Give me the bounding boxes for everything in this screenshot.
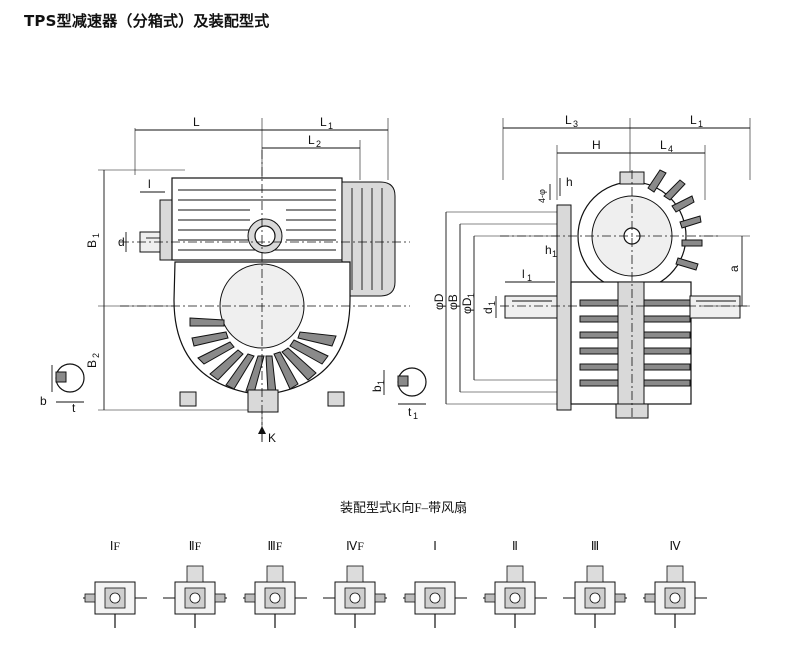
dim-t: t	[72, 401, 76, 415]
dim-L4-sub: 4	[668, 144, 673, 154]
assembly-label: Ⅱ	[512, 539, 518, 553]
dim-B1: B	[85, 240, 99, 248]
dim-phiB: φB	[446, 294, 460, 310]
assembly-row: ⅠF ⅡF ⅢF ⅣF Ⅰ Ⅱ Ⅲ Ⅳ	[83, 539, 707, 628]
dim-L3: L	[565, 113, 572, 127]
assembly-label: Ⅳ	[669, 539, 680, 553]
dim-phiD1: φD	[460, 297, 474, 314]
dim-t1: t	[408, 405, 412, 419]
dim-side-L1: L	[690, 113, 697, 127]
dim-L3-sub: 3	[573, 119, 578, 129]
dim-K: K	[268, 431, 276, 445]
dim-d1-sub: 1	[487, 301, 497, 306]
dim-holes: 4-φ	[537, 189, 547, 203]
side-view: L 3 L 1 H L 4 4-φ h φD φB φD 1 d 1 l 1	[370, 113, 751, 421]
dim-B1-sub: 1	[91, 233, 101, 238]
dim-L2: L	[308, 133, 315, 147]
assembly-type-7: Ⅲ	[563, 539, 627, 628]
assembly-type-2: ⅡF	[163, 539, 227, 628]
dim-h1-sub: 1	[552, 249, 557, 259]
assembly-type-6: Ⅱ	[483, 539, 547, 628]
dim-L: L	[193, 115, 200, 129]
page-title: TPS型减速器（分箱式）及装配型式	[24, 12, 270, 30]
dim-B2-sub: 2	[91, 353, 101, 358]
dim-d1: d	[481, 307, 495, 314]
dim-side-L1-sub: 1	[698, 119, 703, 129]
dim-L2-sub: 2	[316, 139, 321, 149]
dim-h1: h	[545, 243, 552, 257]
dim-b1: b	[370, 385, 384, 392]
dim-phiD: φD	[432, 293, 446, 310]
assembly-type-4: ⅣF	[323, 539, 387, 628]
assembly-type-1: ⅠF	[83, 539, 147, 628]
assembly-label: Ⅰ	[433, 539, 437, 553]
assembly-type-8: Ⅳ	[643, 539, 707, 628]
dim-a: a	[727, 265, 741, 272]
dim-l1-sub: 1	[527, 273, 532, 283]
assembly-label: ⅡF	[189, 539, 202, 553]
dim-t1-sub: 1	[413, 411, 418, 421]
dim-b: b	[40, 394, 47, 408]
dim-l: l	[148, 177, 151, 191]
assembly-label: Ⅲ	[591, 539, 599, 553]
dim-phiD1-sub: 1	[466, 293, 476, 298]
assembly-title: 装配型式K向F–带风扇	[340, 500, 467, 515]
dim-L4: L	[660, 138, 667, 152]
dim-L1: L	[320, 115, 327, 129]
dim-l1: l	[522, 267, 525, 281]
assembly-label: ⅠF	[110, 539, 121, 553]
dim-h: h	[566, 175, 573, 189]
dim-L1-sub: 1	[328, 121, 333, 131]
dim-b1-sub: 1	[376, 380, 386, 385]
dim-H: H	[592, 138, 601, 152]
assembly-type-5: Ⅰ	[403, 539, 467, 628]
assembly-label: ⅣF	[346, 539, 364, 553]
front-view: L L 1 L 2 l B 1 B 2 d	[40, 115, 410, 445]
assembly-type-3: ⅢF	[243, 539, 307, 628]
dim-B2: B	[85, 360, 99, 368]
assembly-label: ⅢF	[268, 539, 283, 553]
